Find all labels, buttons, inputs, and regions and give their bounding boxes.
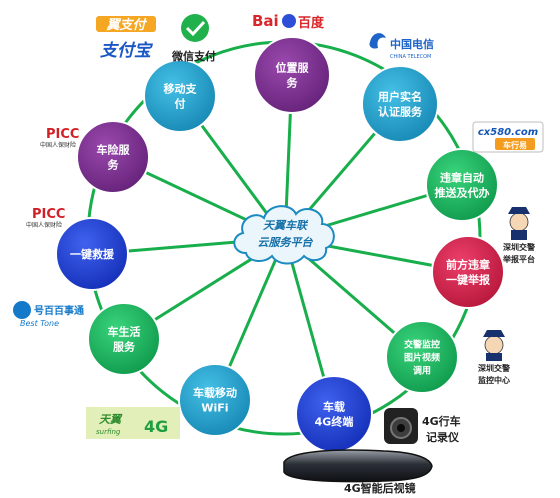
service-node-label-4g-terminal-1: 车载 xyxy=(323,400,345,414)
police-monitor-line-1: 深圳交警 xyxy=(478,363,510,373)
service-node-label-car-life-2: 服务 xyxy=(113,340,136,354)
service-node-wifi: 车载移动 WiFi xyxy=(178,363,252,437)
police-officer-icon-2 xyxy=(483,330,505,361)
surfing-4g-logo: 天翼 surfing 4G xyxy=(86,407,180,439)
wechat-icon xyxy=(181,14,209,42)
service-node-label-4g-terminal-2: 4G终端 xyxy=(315,415,354,429)
cloud-shape xyxy=(233,205,335,265)
baidu-paw-icon xyxy=(282,14,296,28)
picc-logo-2-cn: 中国人保财险 xyxy=(26,221,62,229)
service-node-circle-traffic-camera xyxy=(385,320,459,394)
baidu-logo-cn: 百度 xyxy=(298,15,325,31)
surfing-logo-4g: 4G xyxy=(144,417,168,436)
service-node-circle-realname xyxy=(361,65,439,143)
hub-cloud: 天翼车联 云服务平台 xyxy=(233,205,335,265)
service-node-label-traffic-camera-1: 交警监控 xyxy=(404,338,440,350)
service-node-label-location-1: 位置服 xyxy=(276,61,310,75)
service-node-circle-rescue xyxy=(55,217,129,291)
service-nodes: 位置服务用户实名认证服务违章自动推送及代办前方违章一键举报交警监控图片视频调用车… xyxy=(55,36,505,453)
hub-title-line-1: 天翼车联 xyxy=(263,219,309,232)
service-node-label-car-life-1: 车生活 xyxy=(108,325,141,339)
wechat-pay-logo: 微信支付 xyxy=(171,14,216,63)
baidu-logo-en: Bai xyxy=(252,12,279,30)
service-node-label-traffic-camera-3: 调用 xyxy=(413,364,431,376)
service-node-label-violation-push-1: 违章自动 xyxy=(440,171,484,185)
bestpay-logo-text: 翼支付 xyxy=(105,17,147,33)
cx580-logo-en: cx580.com xyxy=(478,127,538,138)
service-node-circle-car-life xyxy=(87,302,161,376)
best-tone-icon xyxy=(13,301,31,319)
best-tone-logo: 号百百事通 Best Tone xyxy=(13,301,84,328)
service-node-circle-mobile-pay xyxy=(143,59,217,133)
surfing-logo-en: surfing xyxy=(96,428,121,436)
china-telecom-logo: 中国电信 CHINA TELECOM xyxy=(369,33,434,60)
service-node-label-realname-1: 用户实名 xyxy=(378,90,422,104)
service-node-label-traffic-camera-2: 图片视频 xyxy=(404,351,440,363)
picc-logo-1: PICC 中国人保财险 xyxy=(40,127,79,149)
service-node-label-wifi-2: WiFi xyxy=(201,402,228,415)
service-node-label-insurance-2: 务 xyxy=(108,158,120,172)
police-report-line-1: 深圳交警 xyxy=(503,242,535,252)
bestpay-logo: 翼支付 xyxy=(96,16,156,33)
rearview-mirror-icon xyxy=(283,449,433,483)
telecom-logo-en: CHINA TELECOM xyxy=(390,54,431,60)
service-node-circle-location xyxy=(253,36,331,114)
police-officer-icon-1 xyxy=(508,207,530,240)
telecom-logo-cn: 中国电信 xyxy=(390,37,434,51)
police-monitor-line-2: 监控中心 xyxy=(478,375,510,385)
alipay-logo: 支付宝 xyxy=(100,41,154,61)
best-tone-logo-en: Best Tone xyxy=(20,319,59,328)
picc-logo-1-text: PICC xyxy=(46,127,79,142)
service-node-label-mobile-pay-1: 移动支 xyxy=(164,82,198,96)
service-node-label-violation-report-2: 一键举报 xyxy=(446,273,491,287)
service-node-label-realname-2: 认证服务 xyxy=(378,105,423,119)
baidu-logo: Bai 百度 xyxy=(252,12,325,31)
dashcam-label-line-1: 4G行车 xyxy=(422,414,461,428)
best-tone-logo-cn: 号百百事通 xyxy=(34,304,84,317)
service-node-label-rescue-1: 一键救援 xyxy=(70,247,115,261)
service-node-label-mobile-pay-2: 付 xyxy=(175,97,186,111)
service-node-circle-4g-terminal xyxy=(295,375,373,453)
dashcam-label-line-2: 记录仪 xyxy=(426,431,460,444)
service-node-label-violation-report-1: 前方违章 xyxy=(446,258,490,272)
cx580-logo-cn: 车行易 xyxy=(503,140,527,150)
service-node-circle-violation-report xyxy=(431,235,505,309)
dashcam-icon xyxy=(384,408,418,444)
picc-logo-1-cn: 中国人保财险 xyxy=(40,141,76,149)
picc-logo-2: PICC 中国人保财险 xyxy=(26,207,65,229)
service-node-label-insurance-1: 车险服 xyxy=(97,143,131,157)
telecom-swirl-icon xyxy=(369,33,386,49)
service-node-circle-wifi xyxy=(178,363,252,437)
police-report-line-2: 举报平台 xyxy=(502,254,535,264)
surfing-logo-cn: 天翼 xyxy=(99,413,123,426)
cx580-logo: cx580.com 车行易 xyxy=(472,121,544,153)
service-node-rescue: 一键救援 xyxy=(55,217,129,291)
service-node-circle-violation-push xyxy=(425,148,499,222)
wechat-pay-label: 微信支付 xyxy=(171,49,216,63)
service-node-label-violation-push-2: 推送及代办 xyxy=(435,186,490,200)
service-node-label-wifi-1: 车载移动 xyxy=(193,386,237,400)
hub-title-line-2: 云服务平台 xyxy=(258,236,314,249)
picc-logo-2-text: PICC xyxy=(32,207,65,222)
service-node-circle-insurance xyxy=(76,120,150,194)
service-node-label-location-2: 务 xyxy=(287,76,299,90)
mirror-label: 4G智能后视镜 xyxy=(344,481,416,495)
